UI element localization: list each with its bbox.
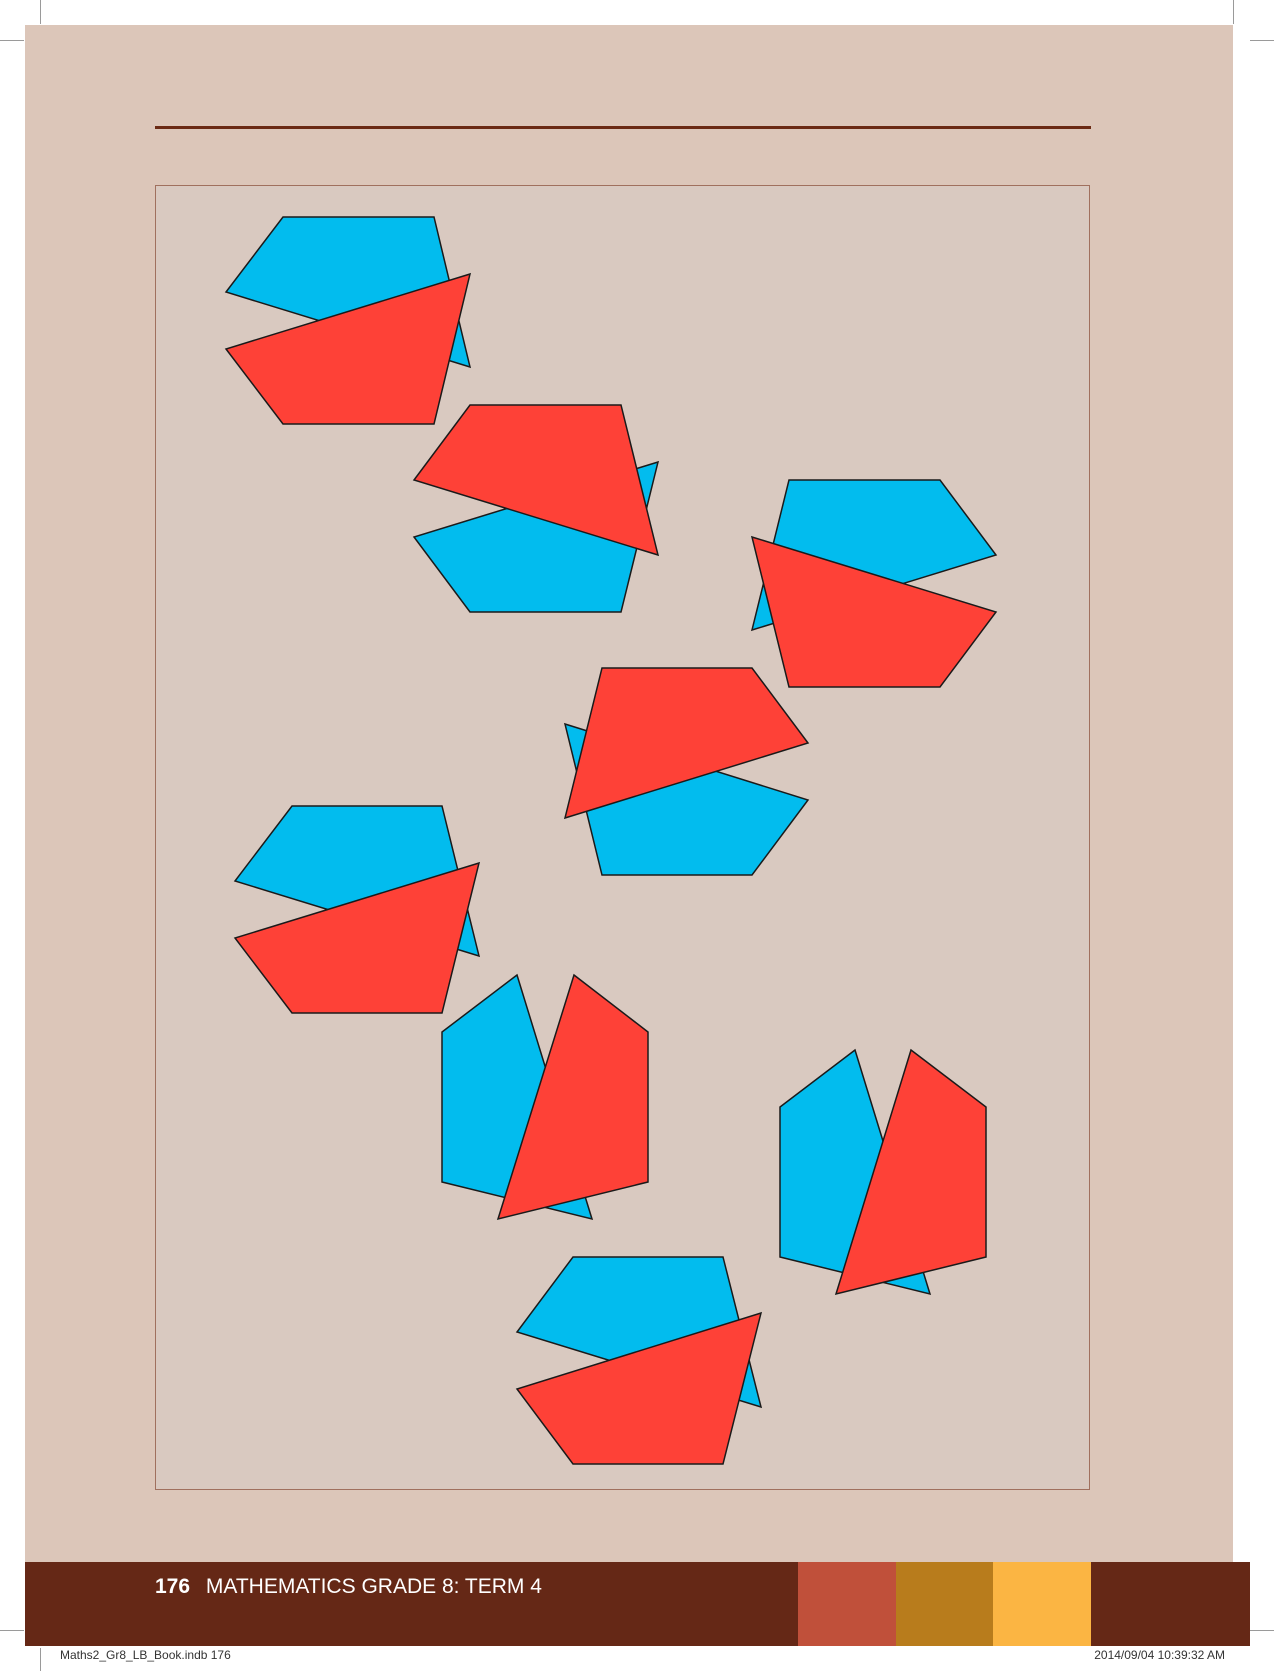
- footer-swatch: [993, 1562, 1091, 1646]
- footer-running-head: 176 MATHEMATICS GRADE 8: TERM 4: [155, 1572, 542, 1602]
- crop-mark: [1233, 0, 1234, 24]
- header-rule: [155, 126, 1091, 129]
- crop-mark: [0, 40, 24, 41]
- red-trapezium: [224, 272, 472, 425]
- footer-swatch: [896, 1562, 993, 1646]
- crop-mark: [1250, 40, 1274, 41]
- red-trapezium: [496, 973, 649, 1221]
- red-trapezium: [233, 861, 481, 1014]
- slug-filename: Maths2_Gr8_LB_Book.indb 176: [60, 1648, 231, 1662]
- red-trapezium: [563, 667, 810, 820]
- red-trapezium: [834, 1048, 987, 1296]
- crop-mark: [40, 0, 41, 24]
- footer-swatch: [798, 1562, 896, 1646]
- crop-mark: [0, 1630, 24, 1631]
- running-title: MATHEMATICS GRADE 8: TERM 4: [205, 1575, 542, 1598]
- slug-timestamp: 2014/09/04 10:39:32 AM: [1094, 1648, 1225, 1662]
- red-trapezium: [515, 1311, 763, 1465]
- crop-mark: [1250, 1630, 1274, 1631]
- crop-mark: [40, 1648, 41, 1671]
- page-number: 176: [155, 1575, 191, 1598]
- red-trapezium: [750, 535, 998, 688]
- red-trapezium: [412, 404, 660, 557]
